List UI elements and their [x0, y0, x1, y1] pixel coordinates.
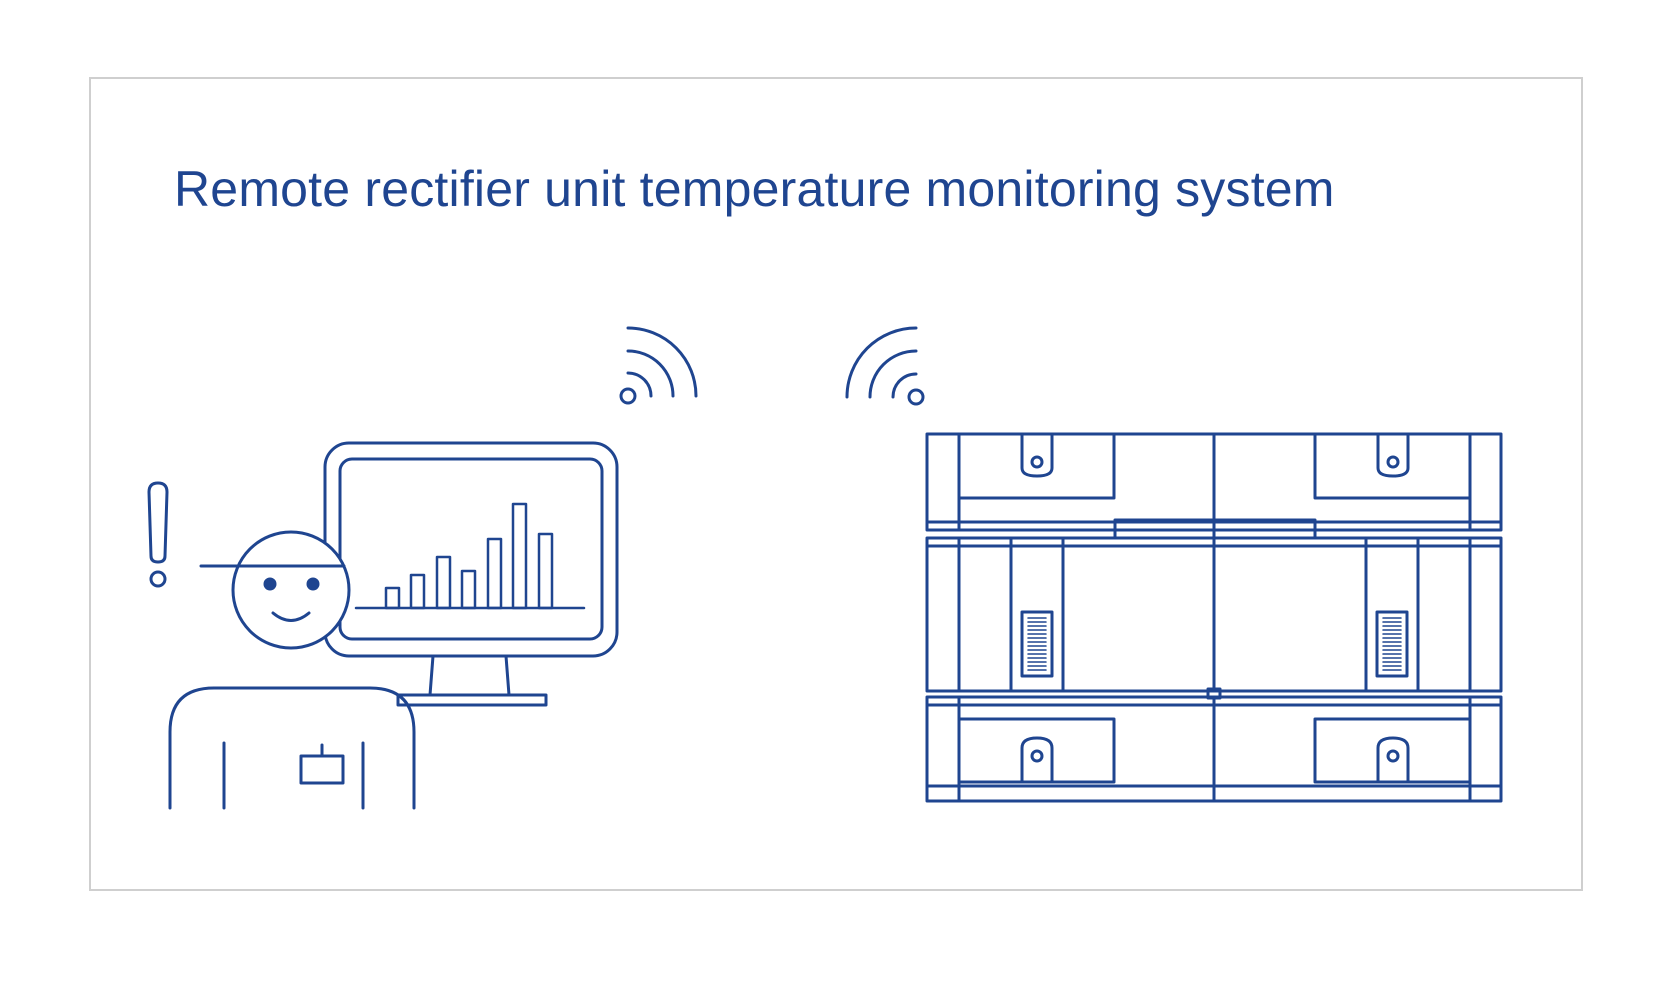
chart-bar-icon-part [460, 569, 477, 610]
chart-bar-icon-part [384, 586, 401, 610]
bar-chart-icon [354, 502, 586, 610]
page-title: Remote rectifier unit temperature monito… [174, 161, 1335, 217]
chart-bar-icon-part [486, 537, 503, 610]
wireless-signal-icon [845, 326, 925, 406]
chart-bar-icon-part [537, 532, 554, 610]
monitor-icon [323, 441, 619, 707]
operator-person-icon [168, 530, 416, 810]
chart-bar-icon-part [435, 555, 452, 610]
wireless-signal-icon [619, 326, 698, 405]
exclamation-alert-icon [147, 481, 169, 588]
chart-bar-icon-part [511, 502, 528, 610]
rectifier-cabinet-icon [925, 432, 1503, 803]
chart-bar-icon-part [409, 573, 426, 610]
